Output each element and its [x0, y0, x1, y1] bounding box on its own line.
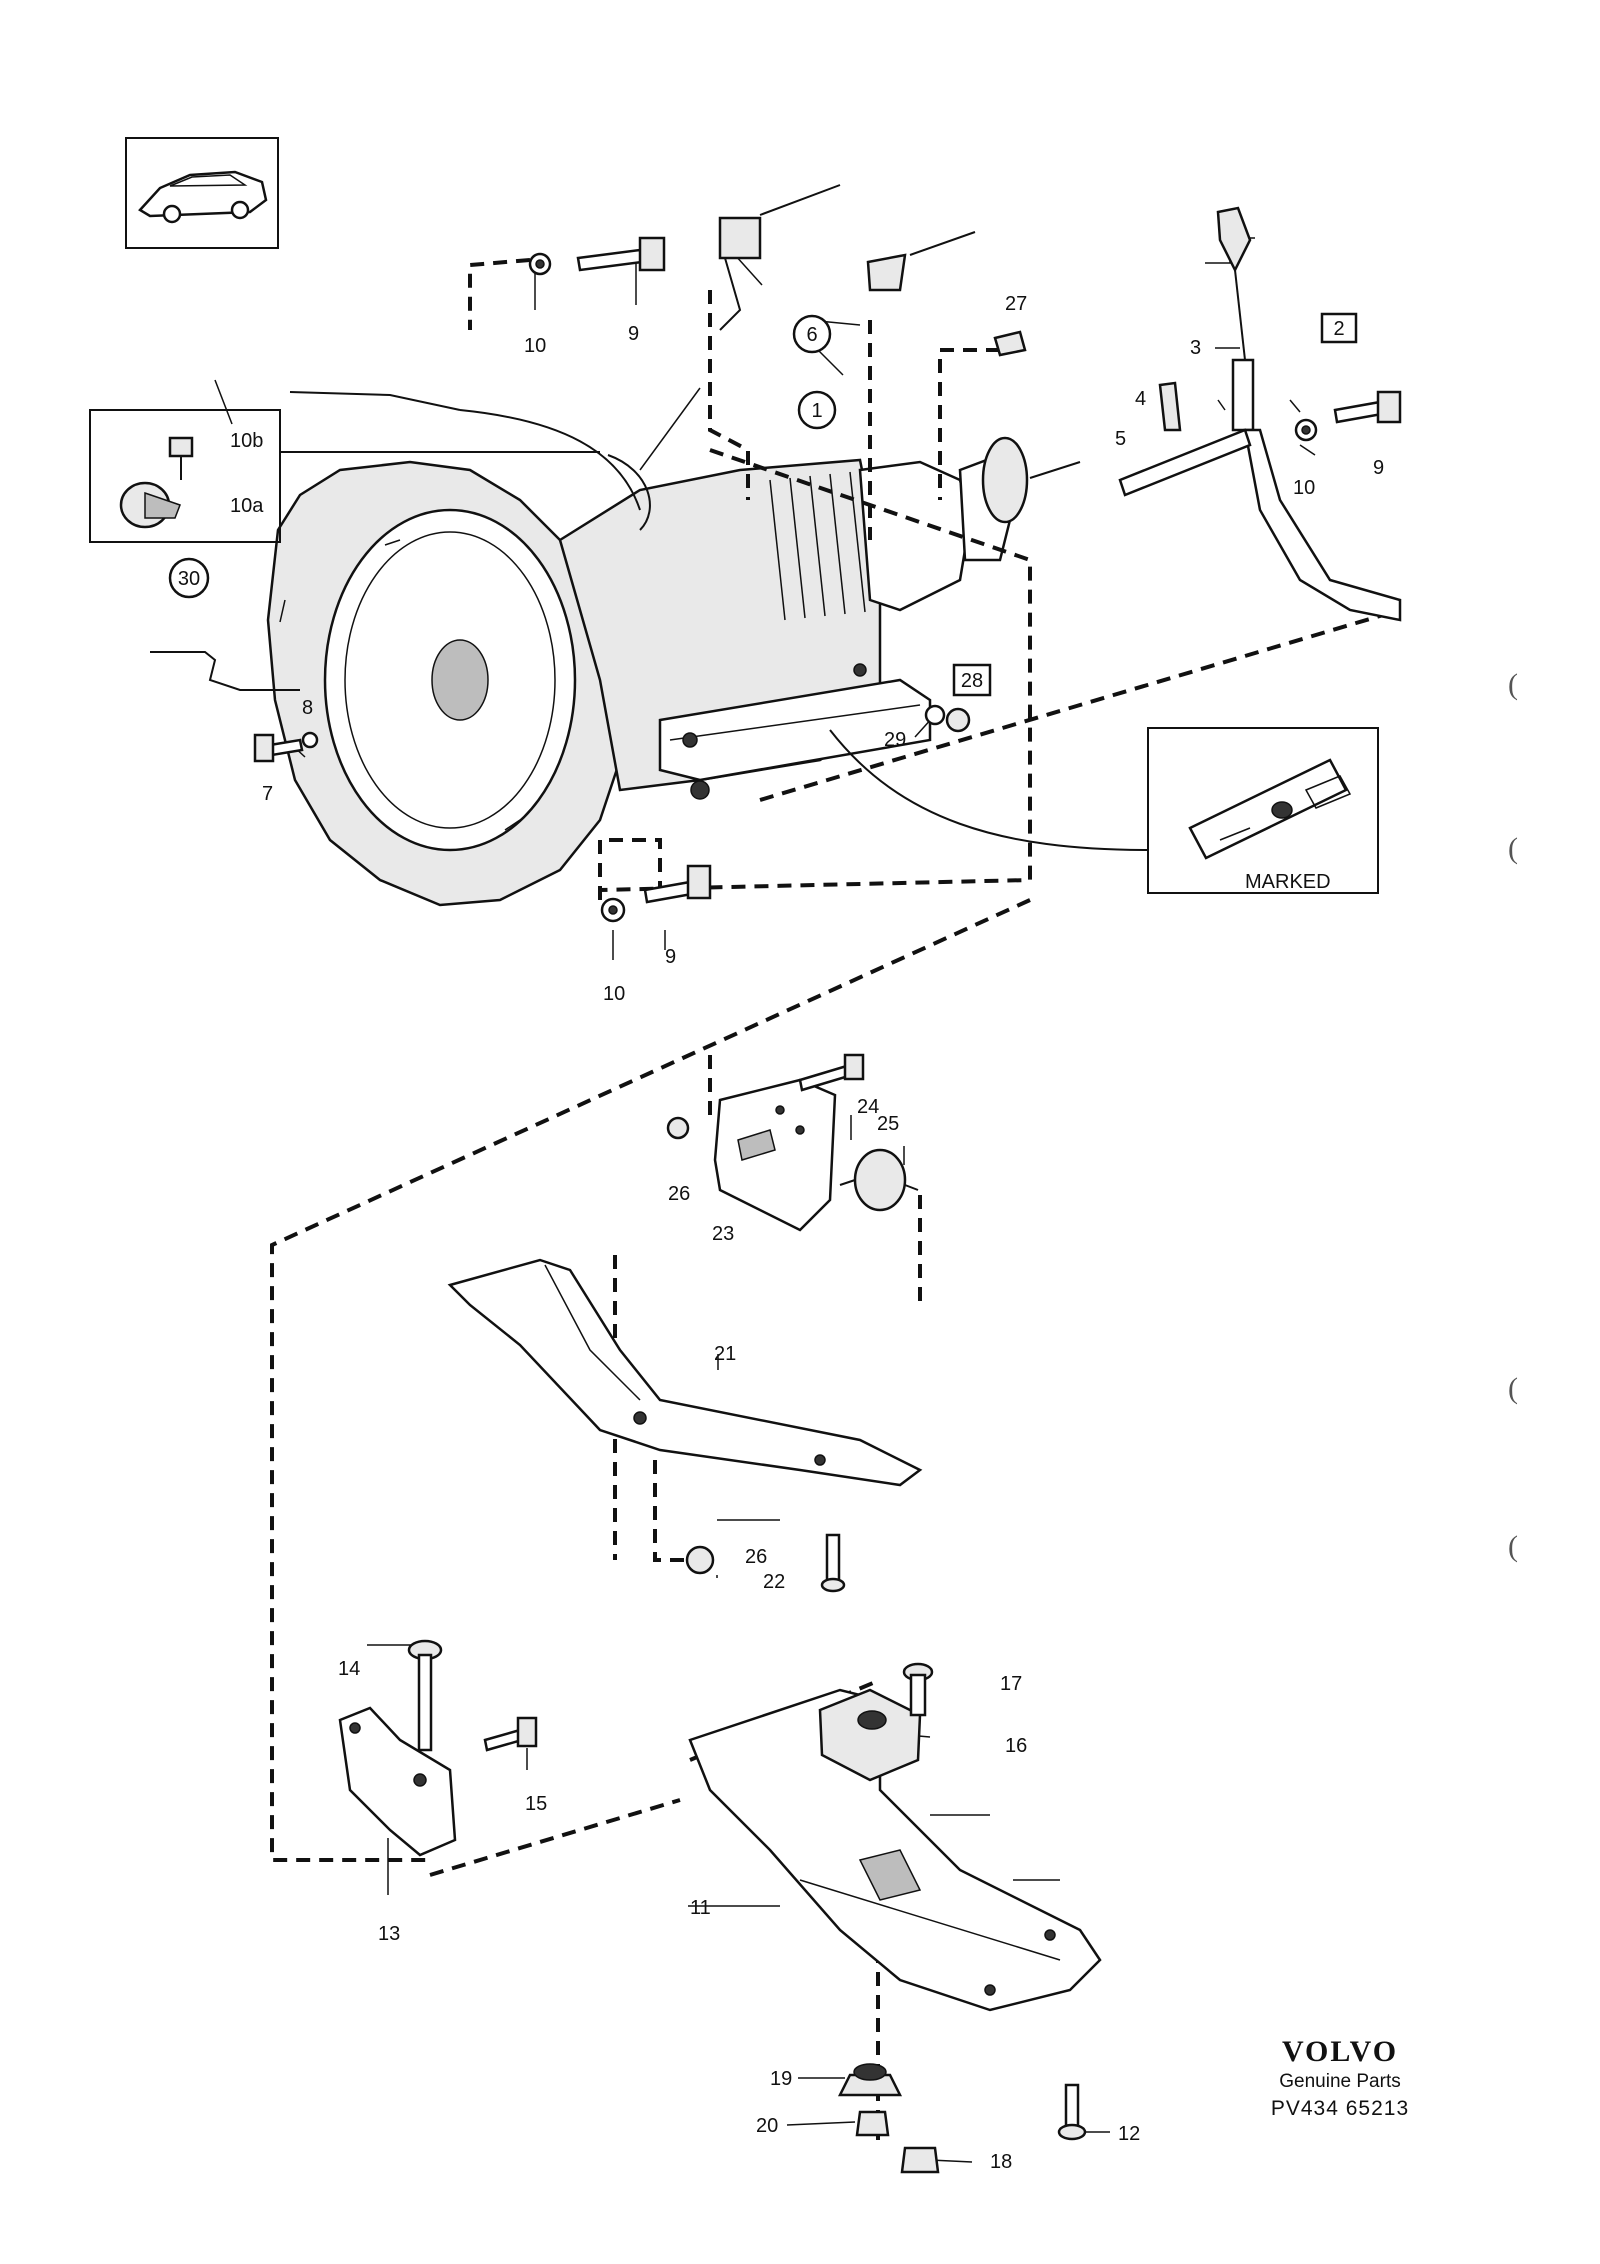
margin-mark: ( — [1508, 832, 1518, 865]
callout-10-right: 10 — [1293, 477, 1315, 499]
callout-21: 21 — [714, 1343, 736, 1365]
callout-25: 25 — [877, 1113, 899, 1135]
bolt-7 — [253, 733, 304, 763]
callout-26-lower: 26 — [745, 1546, 767, 1568]
callout-1: 1 — [811, 400, 822, 422]
callout-10a: 10a — [230, 495, 264, 517]
callout-9-right: 9 — [1373, 457, 1384, 479]
callout-24: 24 — [857, 1096, 879, 1118]
volvo-brand-block: VOLVO Genuine Parts PV434 65213 — [1265, 2035, 1415, 2121]
callout-28-box: 28 — [952, 663, 992, 697]
callout-29: 29 — [884, 729, 906, 751]
callout-14: 14 — [338, 1658, 360, 1680]
callout-17: 17 — [1000, 1673, 1022, 1695]
bolt-28 — [945, 707, 971, 733]
shift-linkage — [718, 184, 976, 331]
dipstick-assembly — [1118, 206, 1402, 622]
bolt-17 — [902, 1662, 934, 1717]
callout-12: 12 — [1118, 2123, 1140, 2145]
callout-10-bottom: 10 — [603, 983, 625, 1005]
bolt-9-top — [576, 236, 666, 272]
brand-subtitle: Genuine Parts — [1279, 2071, 1401, 2092]
bolt-24 — [798, 1053, 865, 1092]
plate-inset: MARKED — [829, 727, 1379, 894]
washer-10-bottom — [600, 897, 626, 923]
clip-27 — [993, 330, 1027, 357]
callout-9-bottom: 9 — [665, 946, 676, 968]
callout-6-circle: 6 — [792, 314, 832, 354]
callout-10b: 10b — [230, 430, 263, 452]
callout-16: 16 — [1005, 1735, 1027, 1757]
diagram-reference: PV434 65213 — [1270, 2097, 1410, 2120]
nut-18 — [900, 2146, 940, 2174]
crossmember-11 — [688, 1688, 1102, 2012]
case-ribs — [769, 471, 866, 621]
washer-10-top — [528, 252, 552, 276]
mount-25 — [839, 1148, 919, 1212]
callout-23: 23 — [712, 1223, 734, 1245]
bolt-12 — [1057, 2083, 1087, 2141]
mount-16 — [818, 1688, 922, 1782]
callout-18: 18 — [990, 2151, 1012, 2173]
callout-2: 2 — [1333, 318, 1344, 340]
nut-26-upper — [666, 1116, 690, 1140]
callout-26-upper: 26 — [668, 1183, 690, 1205]
callout-8: 8 — [302, 697, 313, 719]
nut-26-lower — [685, 1545, 715, 1575]
volvo-logo: VOLVO — [1281, 2035, 1399, 2068]
callout-22: 22 — [763, 1571, 785, 1593]
bracket-13 — [338, 1706, 457, 1857]
washer-8 — [301, 731, 319, 749]
bolt-9-bottom — [643, 864, 712, 904]
callout-1-circle: 1 — [797, 390, 837, 430]
callout-7: 7 — [262, 783, 273, 805]
callout-5: 5 — [1115, 428, 1126, 450]
callout-9-top: 9 — [628, 323, 639, 345]
bracket-23 — [713, 1078, 837, 1232]
callout-28: 28 — [961, 670, 983, 692]
bolt-9-right — [1333, 390, 1402, 424]
margin-mark: ( — [1508, 1530, 1518, 1563]
margin-mark: ( — [1508, 1372, 1518, 1405]
callout-3: 3 — [1190, 337, 1201, 359]
bolt-15 — [483, 1716, 538, 1752]
plug-29 — [924, 704, 946, 726]
callout-19: 19 — [770, 2068, 792, 2090]
vehicle-thumbnail — [125, 137, 279, 249]
throttle-cable — [289, 391, 651, 531]
callout-11: 11 — [690, 1897, 711, 1919]
callout-10-top: 10 — [524, 335, 546, 357]
nut-20 — [855, 2110, 890, 2137]
callout-30: 30 — [178, 568, 200, 590]
callout-13: 13 — [378, 1923, 400, 1945]
callout-2-box: 2 — [1320, 312, 1358, 344]
transmission-assembly — [266, 436, 1081, 907]
callout-27: 27 — [1005, 293, 1027, 315]
bolt-14 — [407, 1639, 443, 1752]
clip-inset — [89, 409, 600, 543]
callout-4: 4 — [1135, 388, 1146, 410]
bushing-19 — [837, 2063, 903, 2097]
fill-tube-30 — [150, 651, 300, 691]
callout-20: 20 — [756, 2115, 778, 2137]
washer-10-right — [1294, 418, 1318, 442]
plate-marked-text: MARKED — [1245, 871, 1331, 893]
callout-15: 15 — [525, 1793, 547, 1815]
crossmember-21 — [447, 1258, 923, 1487]
callout-6: 6 — [806, 324, 817, 346]
callout-labels: 10 9 10 9 10 9 10b 10a 3 4 5 27 29 8 7 2… — [230, 293, 1384, 2173]
bolt-22 — [820, 1533, 846, 1593]
margin-mark: ( — [1508, 668, 1518, 701]
callout-30-circle: 30 — [168, 557, 210, 599]
